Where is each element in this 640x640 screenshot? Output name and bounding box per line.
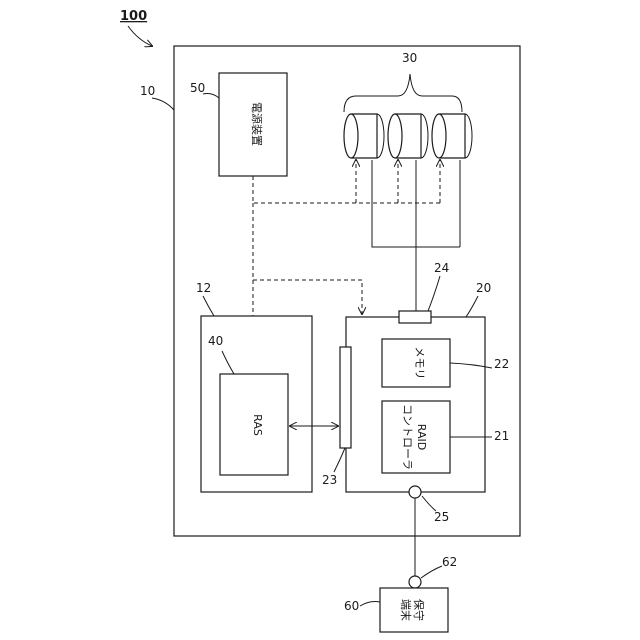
- ras-label: RAS: [251, 414, 264, 436]
- storage-ref-label: 10: [140, 84, 155, 98]
- disk-3-end: [432, 114, 446, 158]
- raid-label-line1: RAID: [415, 424, 428, 450]
- disk-1-end: [344, 114, 358, 158]
- power-supply-label: 電源装置: [250, 102, 264, 146]
- raid-ref-label: 21: [494, 429, 509, 443]
- connector-bar: [340, 347, 351, 448]
- terminal-label: 保守 端末: [399, 599, 426, 621]
- ras-ref-label: 40: [208, 334, 223, 348]
- panel-ref-label: 12: [196, 281, 211, 295]
- terminal-port-ref-leader: [421, 566, 442, 578]
- system-ref-arrow: [128, 26, 152, 46]
- port-top: [399, 311, 431, 323]
- disks-ref-label: 30: [402, 51, 417, 65]
- memory-ref-label: 22: [494, 357, 509, 371]
- system-reference: 100: [120, 9, 152, 46]
- power-ref-label: 50: [190, 81, 205, 95]
- controller-module-ref-label: 20: [476, 281, 491, 295]
- memory-label: メモリ: [413, 347, 426, 380]
- terminal-port-ref-label: 62: [442, 555, 457, 569]
- terminal-label-line1: 保守: [412, 599, 426, 621]
- port-bottom-ref-label: 25: [434, 510, 449, 524]
- storage-ref-leader: [152, 98, 174, 110]
- disk-2-end: [388, 114, 402, 158]
- terminal-label-line2: 端末: [399, 599, 413, 621]
- terminal-ref-label: 60: [344, 599, 359, 613]
- terminal-ref-leader: [360, 602, 380, 607]
- system-ref-label: 100: [120, 9, 147, 24]
- raid-label-line2: コントローラ: [401, 404, 414, 470]
- port-bottom: [409, 486, 421, 498]
- connector-ref-label: 23: [322, 473, 337, 487]
- port-top-ref-label: 24: [434, 261, 449, 275]
- terminal-port: [409, 576, 421, 588]
